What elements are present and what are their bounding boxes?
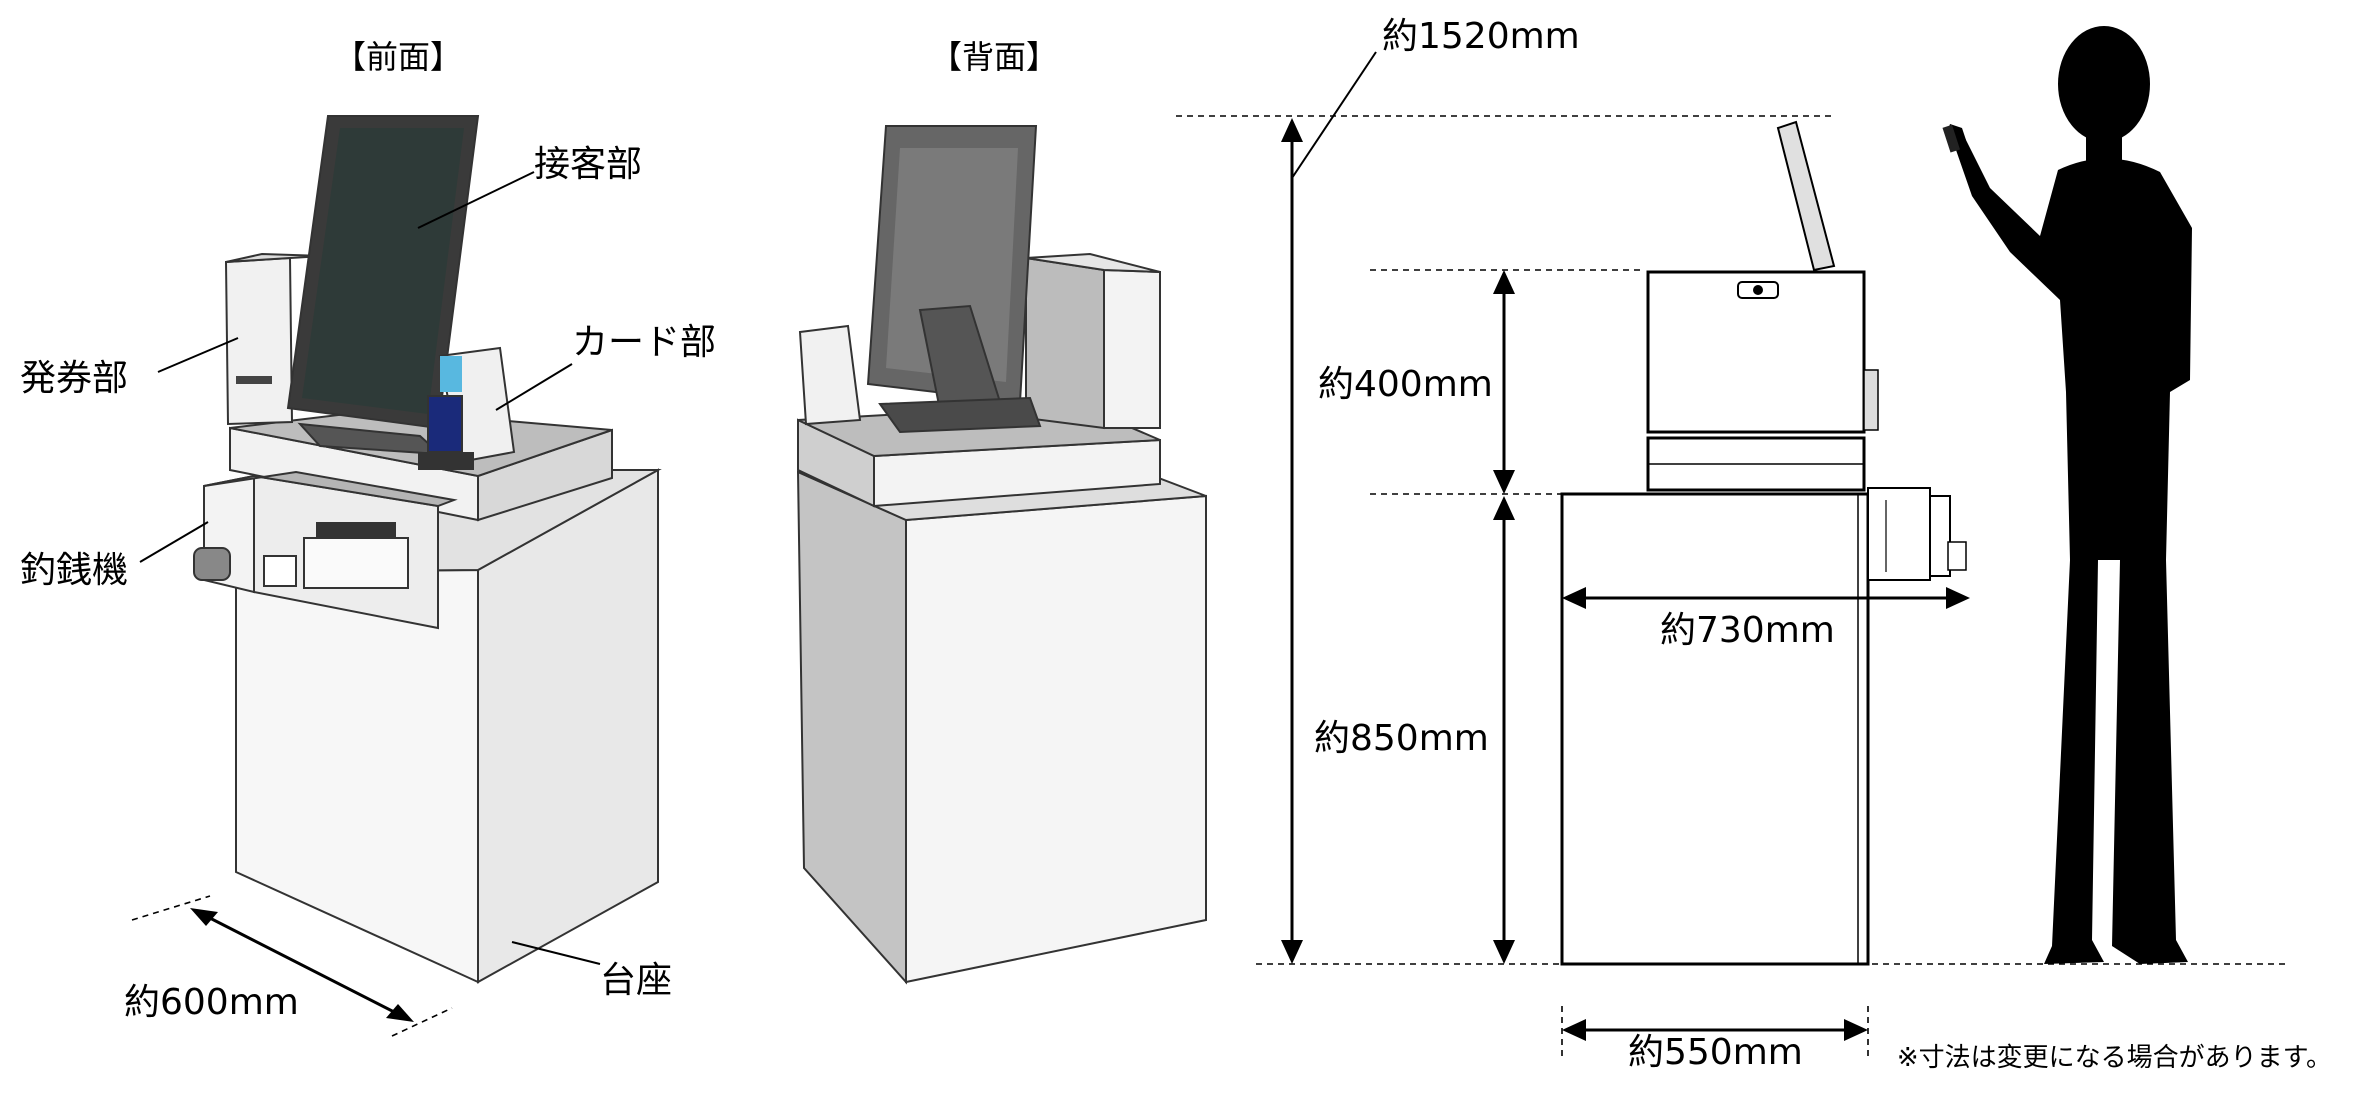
- depth-dimension: 約600mm: [124, 895, 453, 1037]
- back-ticket-unit: [1025, 252, 1161, 430]
- label-card-unit: カード部: [572, 322, 716, 363]
- height-dimension-total: 約1520mm: [1281, 16, 1580, 964]
- label-change-machine: 釣銭機: [20, 550, 128, 591]
- width-dimension-changer: 約730mm: [1562, 587, 1970, 651]
- side-change-machine: [1867, 487, 1967, 581]
- back-display: [866, 125, 1042, 434]
- dim-base-height: 約850mm: [1314, 718, 1489, 759]
- leader-base: [511, 941, 601, 965]
- dim-base-width: 約550mm: [1628, 1032, 1803, 1073]
- side-view: 約1520mm 約400mm 約850mm 約730mm 約550m: [1176, 16, 2332, 1073]
- side-upper-unit: [1646, 120, 1879, 492]
- back-view-title: 【背面】: [930, 38, 1058, 76]
- back-card-unit: [798, 324, 862, 426]
- back-base: [796, 450, 1207, 985]
- disclaimer-note: ※寸法は変更になる場合があります。: [1897, 1043, 2332, 1073]
- dim-total-height: 約1520mm: [1382, 16, 1580, 57]
- label-ticket-unit: 発券部: [20, 358, 128, 399]
- height-dimension-base: 約850mm: [1314, 496, 1515, 964]
- label-customer-unit: 接客部: [534, 144, 642, 185]
- customer-display-unit: [286, 115, 480, 456]
- width-dimension-base: 約550mm: [1561, 1006, 1869, 1073]
- dim-depth-front: 約600mm: [124, 982, 299, 1023]
- ticket-issuer-unit: [224, 252, 325, 426]
- front-view-title: 【前面】: [334, 38, 462, 76]
- leader-change-machine: [139, 521, 209, 563]
- dim-width-with-changer: 約730mm: [1660, 610, 1835, 651]
- back-view: 【背面】: [796, 38, 1207, 985]
- front-view: 【前面】: [20, 38, 716, 1037]
- dim-upper-height: 約400mm: [1318, 364, 1493, 405]
- person-silhouette: [1942, 26, 2192, 964]
- leader-ticket-unit: [157, 337, 239, 373]
- leader-card-unit: [495, 363, 573, 411]
- card-unit: [418, 346, 516, 470]
- label-base: 台座: [600, 960, 672, 1001]
- leader-customer-unit: [417, 171, 535, 229]
- change-machine-unit: [193, 470, 458, 630]
- side-base: [1560, 492, 1870, 966]
- height-dimension-upper: 約400mm: [1318, 270, 1515, 494]
